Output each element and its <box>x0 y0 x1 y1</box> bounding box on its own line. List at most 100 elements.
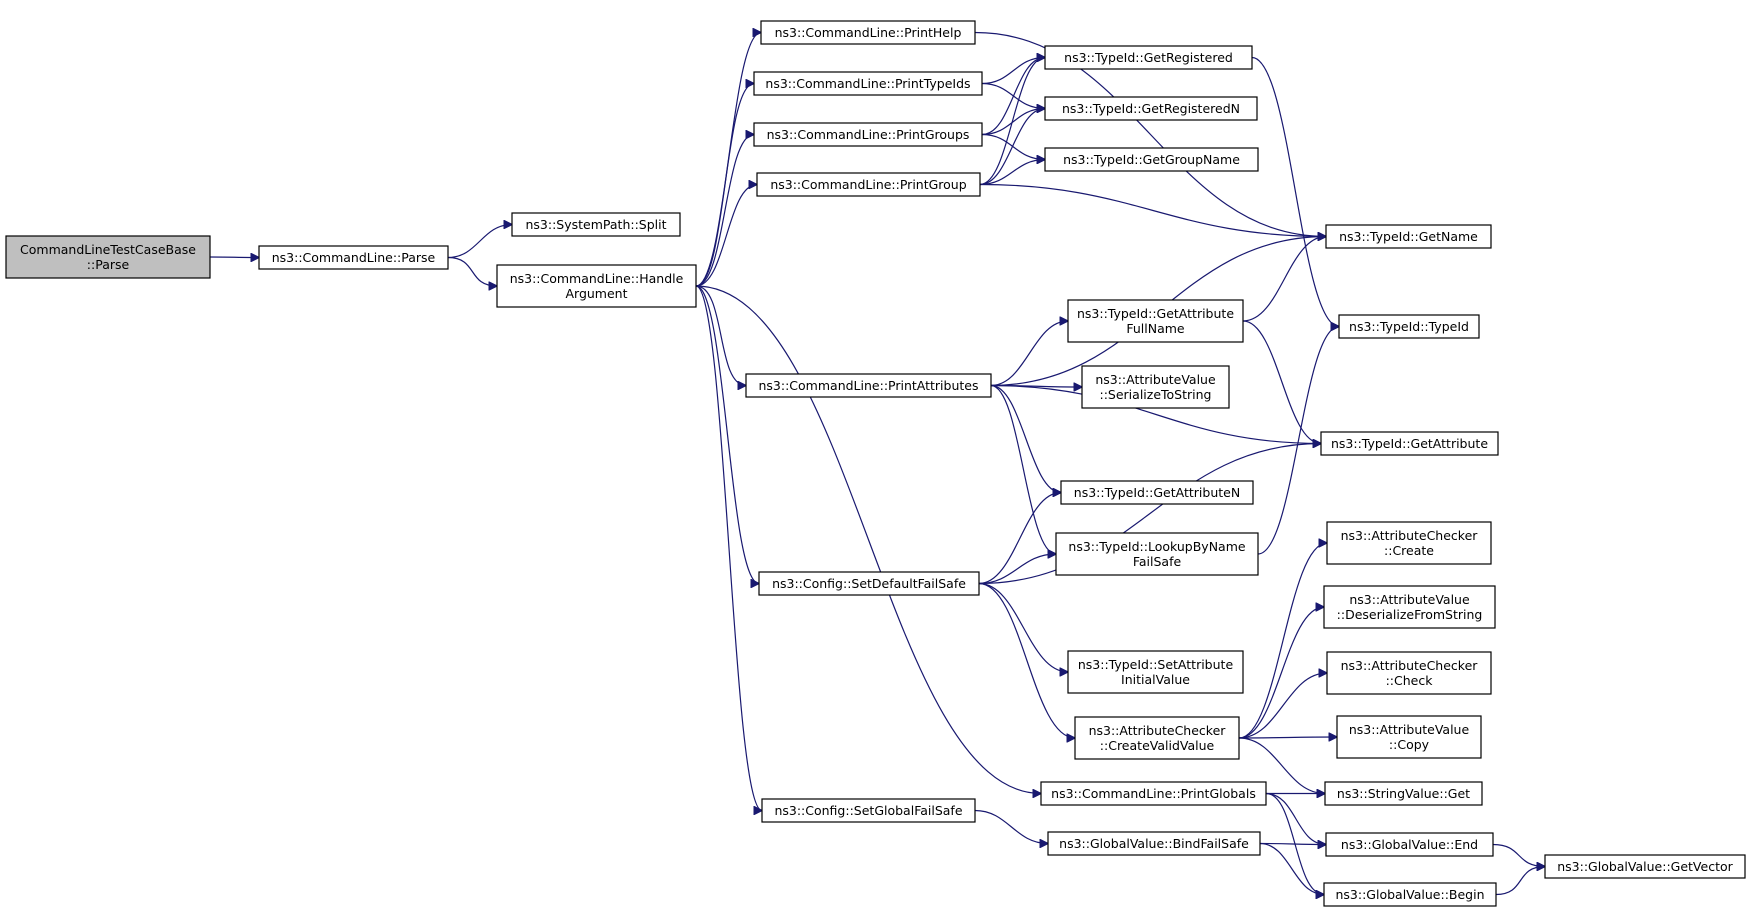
node-label: ns3::GlobalValue::End <box>1341 837 1478 852</box>
node-label: CommandLineTestCaseBase <box>20 242 196 257</box>
node-label: ns3::Config::SetGlobalFailSafe <box>774 803 962 818</box>
edge-printGroup-to-getRegistered <box>979 58 1045 186</box>
edge-lookupByName-to-typeId <box>1257 327 1339 555</box>
node-deserializeFromString[interactable]: ns3::AttributeValue::DeserializeFromStri… <box>1323 585 1496 629</box>
node-label: ns3::TypeId::LookupByName <box>1068 539 1245 554</box>
node-box <box>496 264 697 308</box>
edge-printGroups-to-getRegistered <box>981 58 1045 136</box>
edge-parse-to-split <box>447 225 512 259</box>
node-label: ns3::GlobalValue::GetVector <box>1557 859 1733 874</box>
node-getRegisteredN[interactable]: ns3::TypeId::GetRegisteredN <box>1044 96 1258 121</box>
node-printGlobals[interactable]: ns3::CommandLine::PrintGlobals <box>1040 781 1267 806</box>
node-label: ns3::AttributeChecker <box>1341 658 1479 673</box>
node-printAttributes[interactable]: ns3::CommandLine::PrintAttributes <box>745 373 992 398</box>
node-box <box>1338 314 1480 339</box>
node-label: ns3::TypeId::GetName <box>1339 229 1478 244</box>
node-printHelp[interactable]: ns3::CommandLine::PrintHelp <box>760 20 976 45</box>
node-parse[interactable]: ns3::CommandLine::Parse <box>258 245 449 270</box>
node-box <box>1044 45 1253 70</box>
edge-gvBegin-to-gvGetVector <box>1495 867 1545 896</box>
edge-printTypeIds-to-getRegistered <box>981 58 1045 85</box>
node-box <box>756 172 981 197</box>
edge-handle-to-setDefaultFailSafe <box>695 285 759 584</box>
node-root[interactable]: CommandLineTestCaseBase::Parse <box>5 235 211 279</box>
edge-bindFailSafe-to-gvBegin <box>1259 842 1324 895</box>
node-label: ::CreateValidValue <box>1100 738 1215 753</box>
edge-printAttributes-to-lookupByName <box>990 384 1056 555</box>
node-label: ns3::TypeId::GetAttributeN <box>1074 485 1240 500</box>
edge-setDefaultFailSafe-to-createValidValue <box>978 582 1075 739</box>
edge-setDefaultFailSafe-to-setAttrInitialValue <box>978 582 1068 673</box>
node-label: ns3::AttributeValue <box>1349 722 1470 737</box>
node-box <box>1047 831 1261 856</box>
node-serializeToString[interactable]: ns3::AttributeValue::SerializeToString <box>1081 365 1230 409</box>
edge-printAttributes-to-getAttrFullName <box>990 321 1068 387</box>
edge-handle-to-printGlobals <box>695 285 1041 794</box>
node-setGlobalFailSafe[interactable]: ns3::Config::SetGlobalFailSafe <box>761 798 976 823</box>
node-box <box>1336 715 1482 759</box>
node-attrValueCopy[interactable]: ns3::AttributeValue::Copy <box>1336 715 1482 759</box>
edge-printGroup-to-getRegisteredN <box>979 109 1045 186</box>
node-printGroup[interactable]: ns3::CommandLine::PrintGroup <box>756 172 981 197</box>
node-label: ::DeserializeFromString <box>1337 607 1483 622</box>
node-getName[interactable]: ns3::TypeId::GetName <box>1325 224 1492 249</box>
node-getAttribute[interactable]: ns3::TypeId::GetAttribute <box>1320 431 1499 456</box>
node-label: ::Parse <box>87 257 130 272</box>
node-label: ::Copy <box>1389 737 1430 752</box>
node-label: ::SerializeToString <box>1100 387 1212 402</box>
node-attrCheckerCreate[interactable]: ns3::AttributeChecker::Create <box>1326 521 1492 565</box>
node-box <box>758 571 980 596</box>
node-box <box>760 20 976 45</box>
node-gvBegin[interactable]: ns3::GlobalValue::Begin <box>1323 882 1497 907</box>
node-setDefaultFailSafe[interactable]: ns3::Config::SetDefaultFailSafe <box>758 571 980 596</box>
edges-layer <box>209 33 1545 896</box>
node-getRegistered[interactable]: ns3::TypeId::GetRegistered <box>1044 45 1253 70</box>
node-printGroups[interactable]: ns3::CommandLine::PrintGroups <box>753 122 983 147</box>
node-createValidValue[interactable]: ns3::AttributeChecker::CreateValidValue <box>1074 716 1240 760</box>
node-box <box>753 71 983 96</box>
edge-handle-to-printGroups <box>695 135 754 287</box>
node-gvGetVector[interactable]: ns3::GlobalValue::GetVector <box>1544 854 1746 879</box>
node-label: ns3::CommandLine::PrintHelp <box>775 25 962 40</box>
node-label: ns3::TypeId::GetAttribute <box>1077 306 1234 321</box>
node-label: ns3::CommandLine::PrintAttributes <box>759 378 979 393</box>
edge-root-to-parse <box>209 257 259 258</box>
edge-printGlobals-to-gvEnd <box>1265 792 1326 845</box>
node-box <box>1044 147 1259 172</box>
node-label: ns3::AttributeValue <box>1095 372 1216 387</box>
edge-printAttributes-to-getAttribute <box>990 384 1321 444</box>
edge-printGroup-to-getGroupName <box>979 160 1045 186</box>
edge-bindFailSafe-to-gvEnd <box>1259 844 1326 845</box>
node-split[interactable]: ns3::SystemPath::Split <box>511 212 681 237</box>
node-getGroupName[interactable]: ns3::TypeId::GetGroupName <box>1044 147 1259 172</box>
edge-handle-to-printGroup <box>695 185 757 287</box>
node-getAttributeN[interactable]: ns3::TypeId::GetAttributeN <box>1060 480 1254 505</box>
node-typeId[interactable]: ns3::TypeId::TypeId <box>1338 314 1480 339</box>
node-label: ns3::TypeId::GetGroupName <box>1063 152 1240 167</box>
node-box <box>1040 781 1267 806</box>
node-label: FullName <box>1126 321 1185 336</box>
node-box <box>1067 299 1244 343</box>
node-gvEnd[interactable]: ns3::GlobalValue::End <box>1325 832 1494 857</box>
node-box <box>1323 882 1497 907</box>
edge-handle-to-printTypeIds <box>695 84 754 287</box>
node-box <box>1544 854 1746 879</box>
node-label: ns3::GlobalValue::BindFailSafe <box>1059 836 1249 851</box>
node-attrCheckerCheck[interactable]: ns3::AttributeChecker::Check <box>1326 651 1492 695</box>
node-bindFailSafe[interactable]: ns3::GlobalValue::BindFailSafe <box>1047 831 1261 856</box>
node-box <box>1060 480 1254 505</box>
node-stringValueGet[interactable]: ns3::StringValue::Get <box>1324 781 1483 806</box>
node-label: ns3::CommandLine::PrintGlobals <box>1051 786 1256 801</box>
node-label: ns3::GlobalValue::Begin <box>1335 887 1484 902</box>
node-label: ns3::CommandLine::Handle <box>510 271 684 286</box>
node-label: ns3::CommandLine::Parse <box>272 250 436 265</box>
node-label: ns3::Config::SetDefaultFailSafe <box>772 576 966 591</box>
node-label: ns3::SystemPath::Split <box>525 217 666 232</box>
node-box <box>1081 365 1230 409</box>
node-printTypeIds[interactable]: ns3::CommandLine::PrintTypeIds <box>753 71 983 96</box>
